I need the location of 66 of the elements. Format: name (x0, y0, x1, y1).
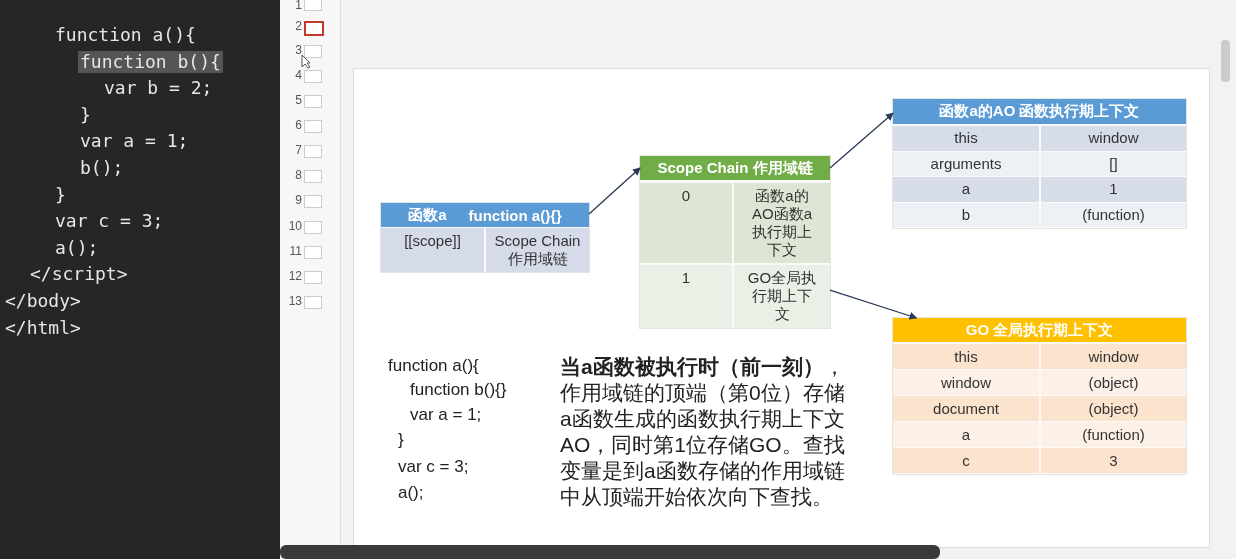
data-table (893, 318, 1186, 474)
slide-number: 11 (288, 244, 302, 258)
slide-number: 9 (294, 193, 302, 207)
slide-number: 10 (287, 219, 302, 233)
data-table (893, 99, 1186, 228)
table-cell: GO全局执行期上下文 (734, 265, 830, 328)
code-line: a(); (398, 483, 424, 503)
code-line: </script> (30, 263, 128, 286)
table-cell: 0 (640, 183, 732, 263)
table-cell: document (893, 396, 1039, 421)
slide-number: 3 (294, 43, 302, 57)
code-line: } (398, 430, 404, 450)
code-line: b(); (80, 157, 124, 179)
arrow (829, 289, 918, 320)
slide-number: 1 (294, 0, 302, 12)
data-table (640, 156, 830, 328)
code-line: var b = 2; (104, 77, 213, 100)
code-line: } (80, 103, 91, 126)
table-cell: a (893, 177, 1039, 202)
table-cell: [] (1041, 151, 1186, 176)
slide-number: 5 (294, 93, 302, 107)
table-cell: arguments (893, 151, 1039, 176)
slide-number: 7 (294, 143, 302, 157)
slide-number: 2 (294, 19, 302, 33)
table-header: 函数a function a(){} (381, 203, 589, 227)
table-cell: window (1041, 126, 1186, 151)
code-line: } (55, 183, 66, 206)
code-line: var a = 1; (80, 130, 189, 153)
table-cell: c (893, 448, 1039, 473)
table-cell: 3 (1041, 448, 1186, 473)
table-cell: 1 (1041, 177, 1186, 202)
code-line: var c = 3; (55, 210, 164, 233)
table-cell: 1 (640, 265, 732, 328)
table-cell: a (893, 422, 1039, 447)
code-line: var c = 3; (398, 457, 469, 477)
table-cell: (object) (1041, 370, 1186, 395)
table-cell: window (1041, 344, 1186, 369)
table-cell: (object) (1041, 396, 1186, 421)
table-cell: Scope Chain 作用域链 (486, 228, 589, 272)
slide-number: 12 (287, 269, 302, 283)
table-cell: 函数a的AO函数a执行期上下文 (734, 183, 830, 263)
slide-number: 4 (294, 68, 302, 82)
table-header: 函数a的AO 函数执行期上下文 (893, 99, 1186, 124)
description-paragraph: 当a函数被执行时（前一刻），作用域链的顶端（第0位）存储a函数生成的函数执行期上下文AO，同时第1位存储GO。查找变量是到a函数存储的作用域链中从顶端开始依次向下查找。 (560, 354, 846, 510)
table-header: Scope Chain 作用域链 (640, 156, 830, 180)
table-cell: b (893, 202, 1039, 227)
code-line: function b(){} (410, 380, 507, 400)
table-header: GO 全局执行期上下文 (893, 318, 1186, 342)
table-cell: this (893, 344, 1039, 369)
code-line: var a = 1; (410, 405, 482, 425)
code-line: a(); (55, 236, 99, 259)
table-cell: (function) (1041, 422, 1186, 447)
code-line: function a(){ (388, 356, 479, 376)
code-line: </html> (5, 316, 81, 339)
table-cell: (function) (1041, 202, 1186, 227)
data-table (381, 203, 589, 272)
code-line: function a(){ (55, 24, 196, 46)
code-line: </body> (5, 290, 81, 312)
slide-number: 8 (294, 168, 302, 182)
slide-number: 6 (294, 118, 302, 132)
arrow (829, 112, 894, 169)
table-cell: window (893, 370, 1039, 395)
arrow (588, 167, 641, 215)
slide-number: 13 (287, 294, 302, 308)
table-cell: this (893, 126, 1039, 151)
table-cell: [[scope]] (381, 228, 484, 272)
